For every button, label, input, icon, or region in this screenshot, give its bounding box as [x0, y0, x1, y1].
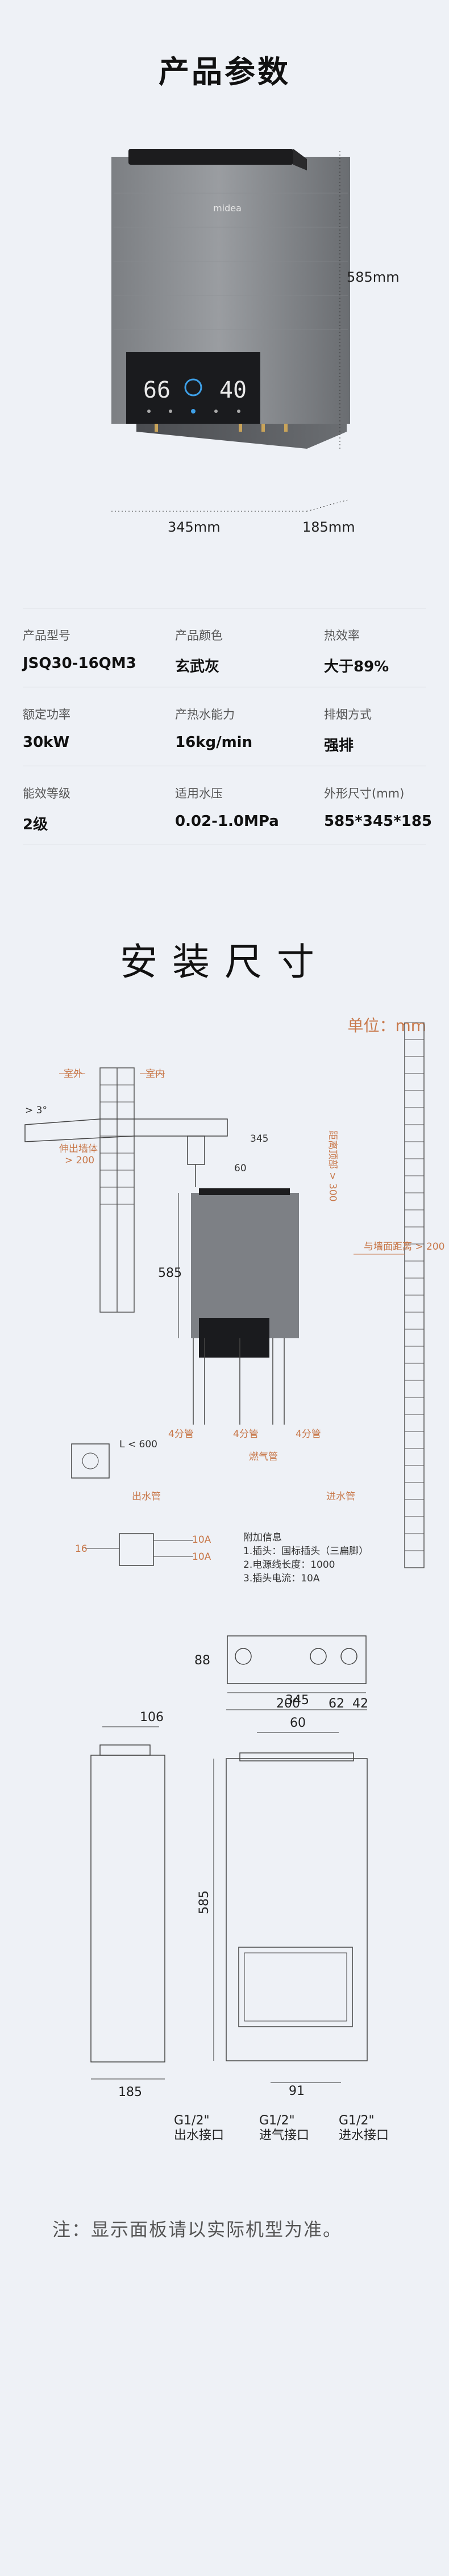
dim-60-front: 60 — [290, 1716, 306, 1730]
spec-value: 30kW — [23, 734, 70, 751]
spec-row: 额定功率 30kW 产热水能力 16kg/min 排烟方式强排 — [23, 687, 426, 766]
dim-345-front: 345 — [285, 1693, 309, 1707]
dim-585: 585 — [158, 1266, 182, 1280]
spec-value: 2级 — [23, 816, 48, 833]
spec-row: 产品型号 JSQ30-16QM3 产品颜色玄武灰 热效率大于89% — [23, 608, 426, 687]
dim-height: 585mm — [347, 269, 400, 285]
section-title-install: 安装尺寸 — [120, 940, 329, 984]
dim-42: 42 — [352, 1697, 368, 1711]
dim-16: 16 — [75, 1543, 88, 1555]
gas-inlet-label: 进气接口 — [259, 2128, 309, 2143]
dim-345-top: 345 — [250, 1133, 268, 1145]
spec-label: 外形尺寸(mm) — [324, 787, 405, 800]
spec-label: 能效等级 — [23, 787, 70, 800]
water-inlet-label: 进水接口 — [339, 2128, 389, 2143]
outside-label: 室外 — [64, 1068, 83, 1080]
amp-10a-1: 10A — [192, 1534, 211, 1546]
spec-value: JSQ30-16QM3 — [23, 655, 136, 672]
attach-line-1: 1.插头：国标插头（三扁脚） — [243, 1546, 368, 1557]
dim-62: 62 — [329, 1697, 344, 1711]
pipe-4-right: 4分管 — [296, 1429, 321, 1440]
dim-185: 185 — [118, 2085, 142, 2099]
water-inlet-thread: G1/2" — [339, 2114, 375, 2128]
dim-106: 106 — [140, 1710, 164, 1725]
spec-label: 产热水能力 — [175, 708, 235, 721]
brand-logo: midea — [213, 203, 242, 214]
dim-88: 88 — [194, 1654, 210, 1668]
spec-value: 16kg/min — [175, 734, 253, 751]
product-render: midea 66 40 — [111, 149, 350, 512]
outlet-label: 出水接口 — [174, 2128, 224, 2143]
dim-585-front: 585 — [197, 1890, 211, 1914]
spec-value: 0.02-1.0MPa — [175, 813, 279, 830]
spec-label: 额定功率 — [23, 708, 70, 721]
technical-drawing: 88 200 62 42 106 185 345 60 585 91 G1/2"… — [90, 1635, 389, 2143]
flue-extend-label: 伸出墙体 — [59, 1143, 98, 1155]
pipe-4-mid: 4分管 — [233, 1429, 259, 1440]
spec-value: 585*345*185 — [324, 813, 433, 830]
spec-label: 产品颜色 — [175, 629, 223, 642]
slope-label: > 3° — [25, 1105, 47, 1116]
outlet-thread: G1/2" — [174, 2114, 210, 2128]
spec-value: 强排 — [324, 737, 354, 754]
display-right-value: 40 — [219, 377, 247, 403]
attach-line-2: 2.电源线长度：1000 — [243, 1559, 335, 1571]
dim-200: 200 — [276, 1697, 300, 1711]
display-left-value: 66 — [143, 377, 171, 403]
dim-l600: L < 600 — [119, 1439, 157, 1450]
ceiling-distance-label: 距离顶部 > 300 — [327, 1130, 338, 1202]
spec-label: 热效率 — [324, 629, 360, 642]
footnote: 注：显示面板请以实际机型为准。 — [52, 2219, 343, 2240]
pipe-4-left: 4分管 — [168, 1429, 194, 1440]
spec-table: 产品型号 JSQ30-16QM3 产品颜色玄武灰 热效率大于89% 额定功率 30k… — [23, 608, 432, 845]
spec-label: 产品型号 — [23, 629, 70, 642]
water-in-label: 进水管 — [326, 1491, 355, 1502]
spec-label: 适用水压 — [175, 787, 223, 800]
dim-depth: 185mm — [302, 519, 355, 535]
attach-title: 附加信息 — [243, 1532, 282, 1543]
wall-distance-label: 与墙面距离 > 200 — [364, 1241, 445, 1252]
gas-pipe-label: 燃气管 — [249, 1451, 278, 1463]
spec-row: 能效等级 2级 适用水压 0.02-1.0MPa 外形尺寸(mm) 585*345*1… — [23, 766, 432, 845]
water-out-label: 出水管 — [132, 1491, 161, 1502]
spec-label: 排烟方式 — [324, 708, 372, 721]
dim-91: 91 — [289, 2084, 305, 2098]
gas-inlet-thread: G1/2" — [259, 2114, 295, 2128]
dim-60-top: 60 — [234, 1163, 247, 1174]
spec-value: 大于89% — [324, 658, 389, 675]
attach-line-3: 3.插头电流：10A — [243, 1573, 320, 1584]
spec-value: 玄武灰 — [175, 658, 220, 675]
dim-width: 345mm — [168, 519, 221, 535]
section-title-params: 产品参数 — [159, 54, 290, 90]
flue-extend-value: > 200 — [65, 1155, 94, 1166]
amp-10a-2: 10A — [192, 1551, 211, 1563]
inside-label: 室内 — [145, 1068, 165, 1080]
unit-label: 单位：mm — [347, 1016, 426, 1035]
install-diagram: 室外 室内 > 3° 伸出墙体 > 200 距离顶部 > 300 345 60 … — [24, 1022, 445, 1584]
